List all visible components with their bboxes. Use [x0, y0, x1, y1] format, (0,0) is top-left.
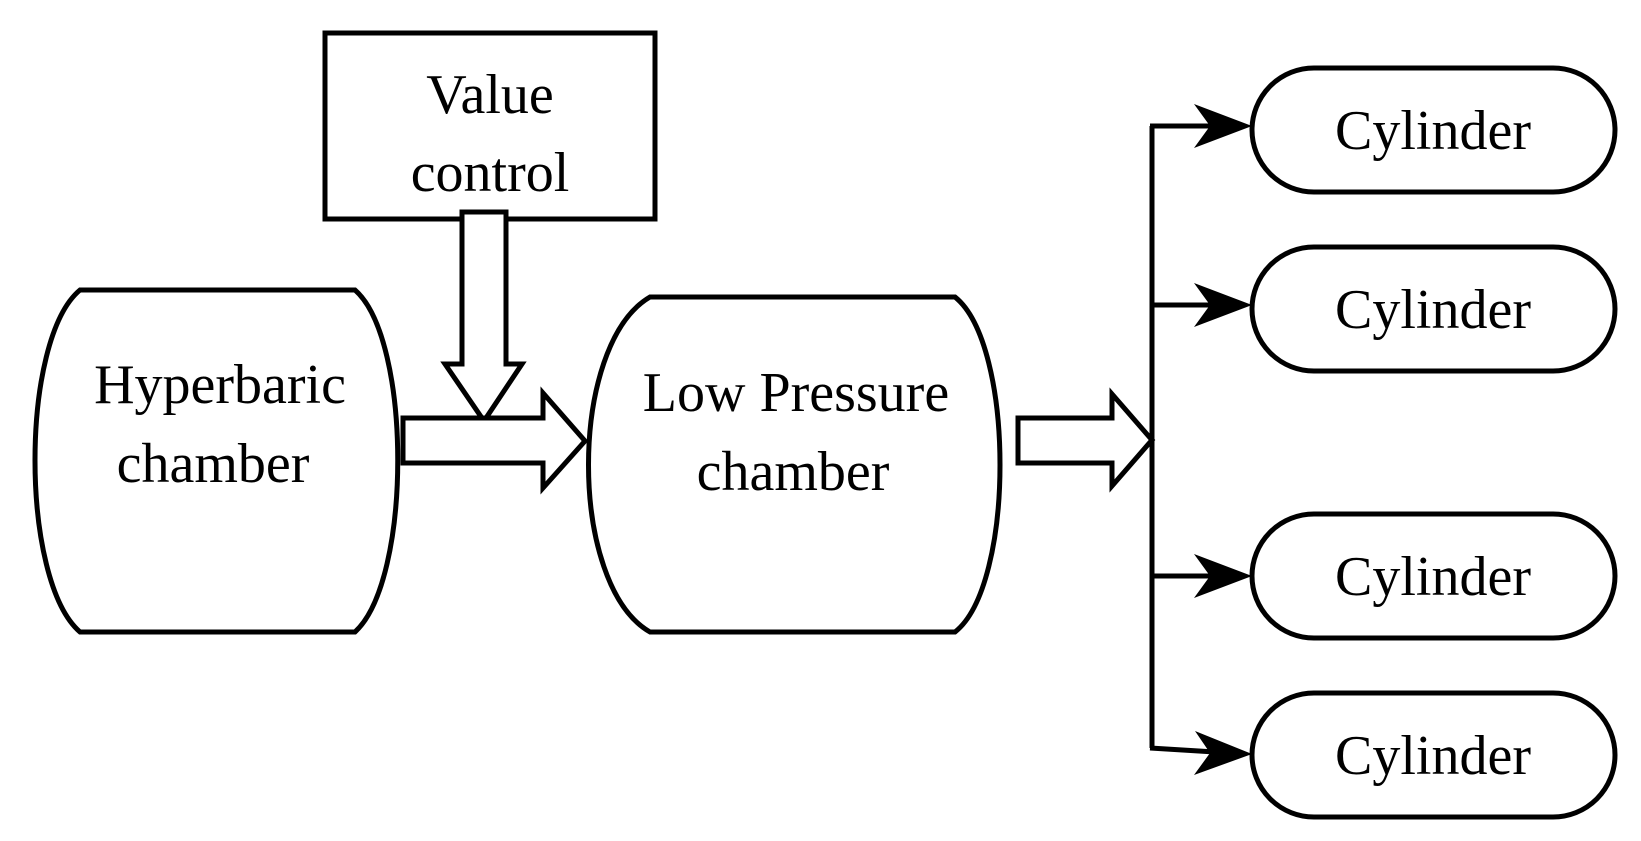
cylinder-node-2: Cylinder — [1249, 244, 1618, 374]
branch-connector-1 — [1150, 104, 1252, 148]
value-control-node: Value control — [322, 30, 658, 222]
cylinder-capsule-3 — [1249, 511, 1618, 641]
branch-arrowhead-4 — [1194, 731, 1252, 775]
low-pressure-chamber-shape — [586, 294, 1003, 635]
branch-connector-3 — [1150, 554, 1252, 598]
cylinder-node-1: Cylinder — [1249, 65, 1618, 195]
hyperbaric-to-lowpressure-arrow — [400, 386, 589, 495]
hyperbaric-chamber-label-line2: chamber — [117, 433, 310, 495]
cylinder-capsule-1 — [1249, 65, 1618, 195]
hyperbaric-chamber-shape — [32, 287, 401, 635]
branch-connector-2 — [1150, 283, 1252, 327]
hyperbaric-chamber-node: Hyperbaric chamber — [32, 287, 401, 635]
branch-connector-4 — [1149, 731, 1252, 775]
value-control-box — [322, 30, 658, 222]
branch-arrowhead-3 — [1194, 554, 1252, 598]
hyperbaric-chamber-label-line1: Hyperbaric — [94, 354, 346, 416]
branch-arrowhead-1 — [1194, 104, 1252, 148]
cylinder-node-4: Cylinder — [1249, 690, 1618, 820]
lowpressure-to-distribution-arrow — [1015, 387, 1156, 493]
cylinder-capsule-2 — [1249, 244, 1618, 374]
branch-arrowhead-2 — [1194, 283, 1252, 327]
cylinder-label-2: Cylinder — [1335, 279, 1531, 341]
cylinder-label-1: Cylinder — [1335, 100, 1531, 162]
low-pressure-chamber-node: Low Pressure chamber — [586, 294, 1003, 635]
cylinder-capsule-4 — [1249, 690, 1618, 820]
control-down-arrow — [440, 209, 527, 426]
cylinder-node-3: Cylinder — [1249, 511, 1618, 641]
value-control-label-line2: control — [411, 142, 570, 204]
cylinder-label-4: Cylinder — [1335, 725, 1531, 787]
low-pressure-chamber-label-line2: chamber — [697, 441, 890, 503]
value-control-label-line1: Value — [426, 64, 554, 126]
branch-line-4 — [1149, 745, 1216, 755]
low-pressure-chamber-label-line1: Low Pressure — [643, 362, 949, 424]
cylinder-label-3: Cylinder — [1335, 546, 1531, 608]
